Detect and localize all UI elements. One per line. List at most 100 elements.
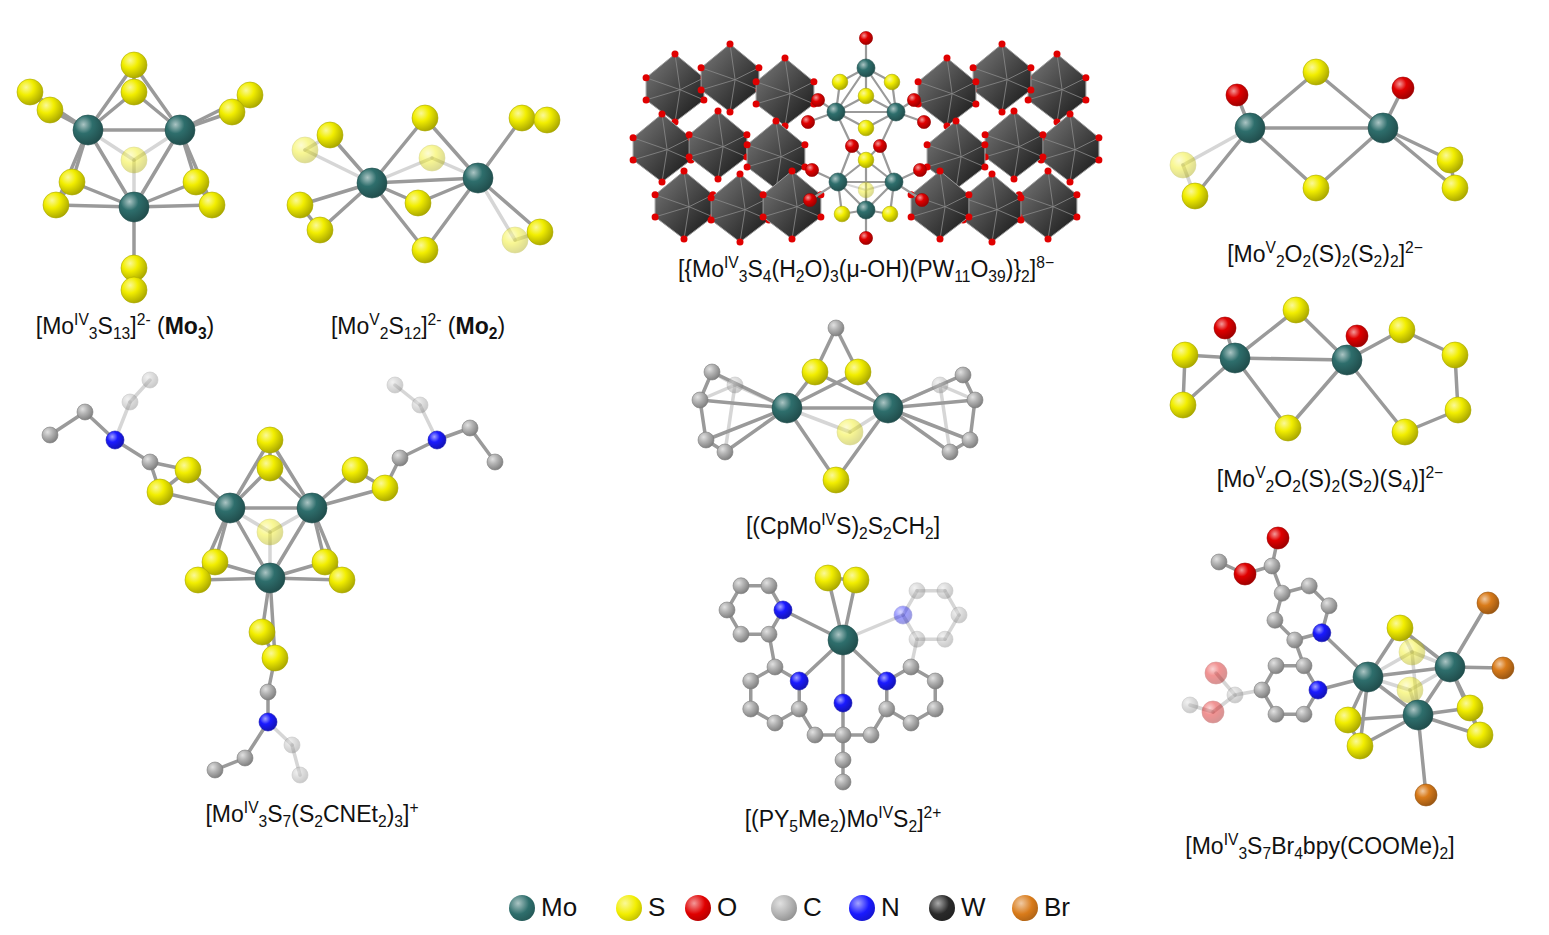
atom — [927, 673, 943, 689]
octahedron-face — [1041, 114, 1099, 182]
formula-part: ) — [1382, 241, 1390, 267]
oxygen-vertex — [652, 191, 659, 198]
atom — [805, 163, 818, 176]
formula-part: 2 — [1302, 253, 1311, 270]
atom — [121, 79, 147, 105]
formula-part: IV — [74, 311, 89, 328]
atom — [885, 173, 903, 191]
octahedron-edge — [1019, 147, 1043, 157]
mo2o2s6-molecule — [1170, 59, 1468, 209]
octahedron-edge — [927, 157, 961, 167]
oxygen-vertex — [708, 216, 715, 223]
oxygen-vertex — [659, 111, 666, 118]
oxygen-vertex — [643, 74, 650, 81]
atom — [1392, 77, 1414, 99]
atom — [1287, 632, 1303, 648]
formula-part: 3 — [1238, 845, 1247, 862]
atom — [342, 457, 368, 483]
formula-part: + — [409, 799, 418, 816]
octahedron-edge — [718, 147, 723, 179]
octahedron-edge — [1019, 207, 1053, 217]
formula-part: O — [1285, 241, 1303, 267]
atom — [142, 372, 158, 388]
octahedron-edge — [781, 145, 805, 157]
mo3s13-molecule — [17, 52, 263, 303]
formula-part: 11 — [954, 268, 970, 285]
oxygen-vertex — [982, 131, 989, 138]
atom — [1335, 707, 1361, 733]
formula-part: IV — [244, 799, 259, 816]
octahedron — [1016, 168, 1081, 243]
bonds — [1190, 538, 1503, 795]
octahedron-edge — [1075, 138, 1099, 150]
octahedron-edge — [689, 147, 723, 157]
atom — [1313, 624, 1331, 642]
atom — [1268, 706, 1284, 722]
atom — [743, 673, 759, 689]
atom — [37, 97, 63, 123]
atom — [858, 152, 874, 168]
atom — [121, 147, 147, 173]
formula-label: [MoIV3S7(S2CNEt2)3]+ — [205, 800, 418, 828]
octahedron-edge — [747, 157, 781, 167]
formula-part: 4 — [1294, 845, 1303, 862]
formula-part: V — [369, 311, 379, 328]
oxygen-vertex — [810, 78, 817, 85]
atom — [1211, 554, 1227, 570]
formula-part: ] — [421, 313, 427, 339]
formula-part: IV — [878, 804, 893, 821]
atom — [259, 713, 277, 731]
formula-part: 2− — [1425, 464, 1443, 481]
atom — [909, 583, 925, 599]
formula-part: O) — [805, 256, 831, 282]
oxygen-vertex — [937, 236, 944, 243]
atom — [955, 367, 971, 383]
atom — [1170, 392, 1196, 418]
atom — [1303, 175, 1329, 201]
formula-part: 2+ — [924, 804, 942, 821]
legend-text: Br — [1044, 892, 1070, 923]
atom — [834, 694, 852, 712]
atom — [185, 567, 211, 593]
formula-part: S — [893, 806, 908, 832]
atom — [761, 626, 777, 642]
formula-part: 2 — [1276, 253, 1285, 270]
atom — [878, 672, 896, 690]
oxygen-vertex — [1067, 111, 1074, 118]
atoms — [1182, 527, 1514, 806]
formula-part: O — [1274, 466, 1292, 492]
formula-part: )] — [1411, 466, 1425, 492]
oxygen-vertex — [1095, 156, 1102, 163]
atom — [122, 394, 138, 410]
formula-part: V — [1265, 239, 1275, 256]
octahedron — [908, 168, 973, 243]
formula-part: 2 — [883, 525, 892, 542]
oxygen-vertex — [789, 168, 796, 175]
atom — [257, 427, 283, 453]
atom — [106, 431, 124, 449]
octahedron-edge — [711, 210, 745, 220]
atom — [761, 578, 777, 594]
octahedron-edge — [1014, 111, 1019, 147]
formula-part: 3 — [198, 325, 207, 342]
formula-part: ) — [387, 801, 395, 827]
oxygen-vertex — [708, 194, 715, 201]
atom — [967, 392, 983, 408]
atom — [717, 444, 733, 460]
atom — [219, 99, 245, 125]
formula-part: 4 — [763, 268, 772, 285]
formula-part: CH — [892, 513, 925, 539]
formula-part: 12 — [404, 325, 421, 342]
atom — [1267, 612, 1283, 628]
oxygen-vertex — [630, 156, 637, 163]
octahedron-edge — [940, 207, 945, 239]
atom — [487, 454, 503, 470]
octahedron-edge — [945, 207, 969, 217]
atom — [1346, 325, 1368, 347]
oxygen-vertex — [743, 131, 750, 138]
formula-part: IV — [724, 254, 739, 271]
mo2o2s8-molecule — [1170, 297, 1471, 445]
bond — [1235, 358, 1347, 360]
oxygen-vertex — [965, 213, 972, 220]
octahedron-edge — [633, 138, 667, 150]
